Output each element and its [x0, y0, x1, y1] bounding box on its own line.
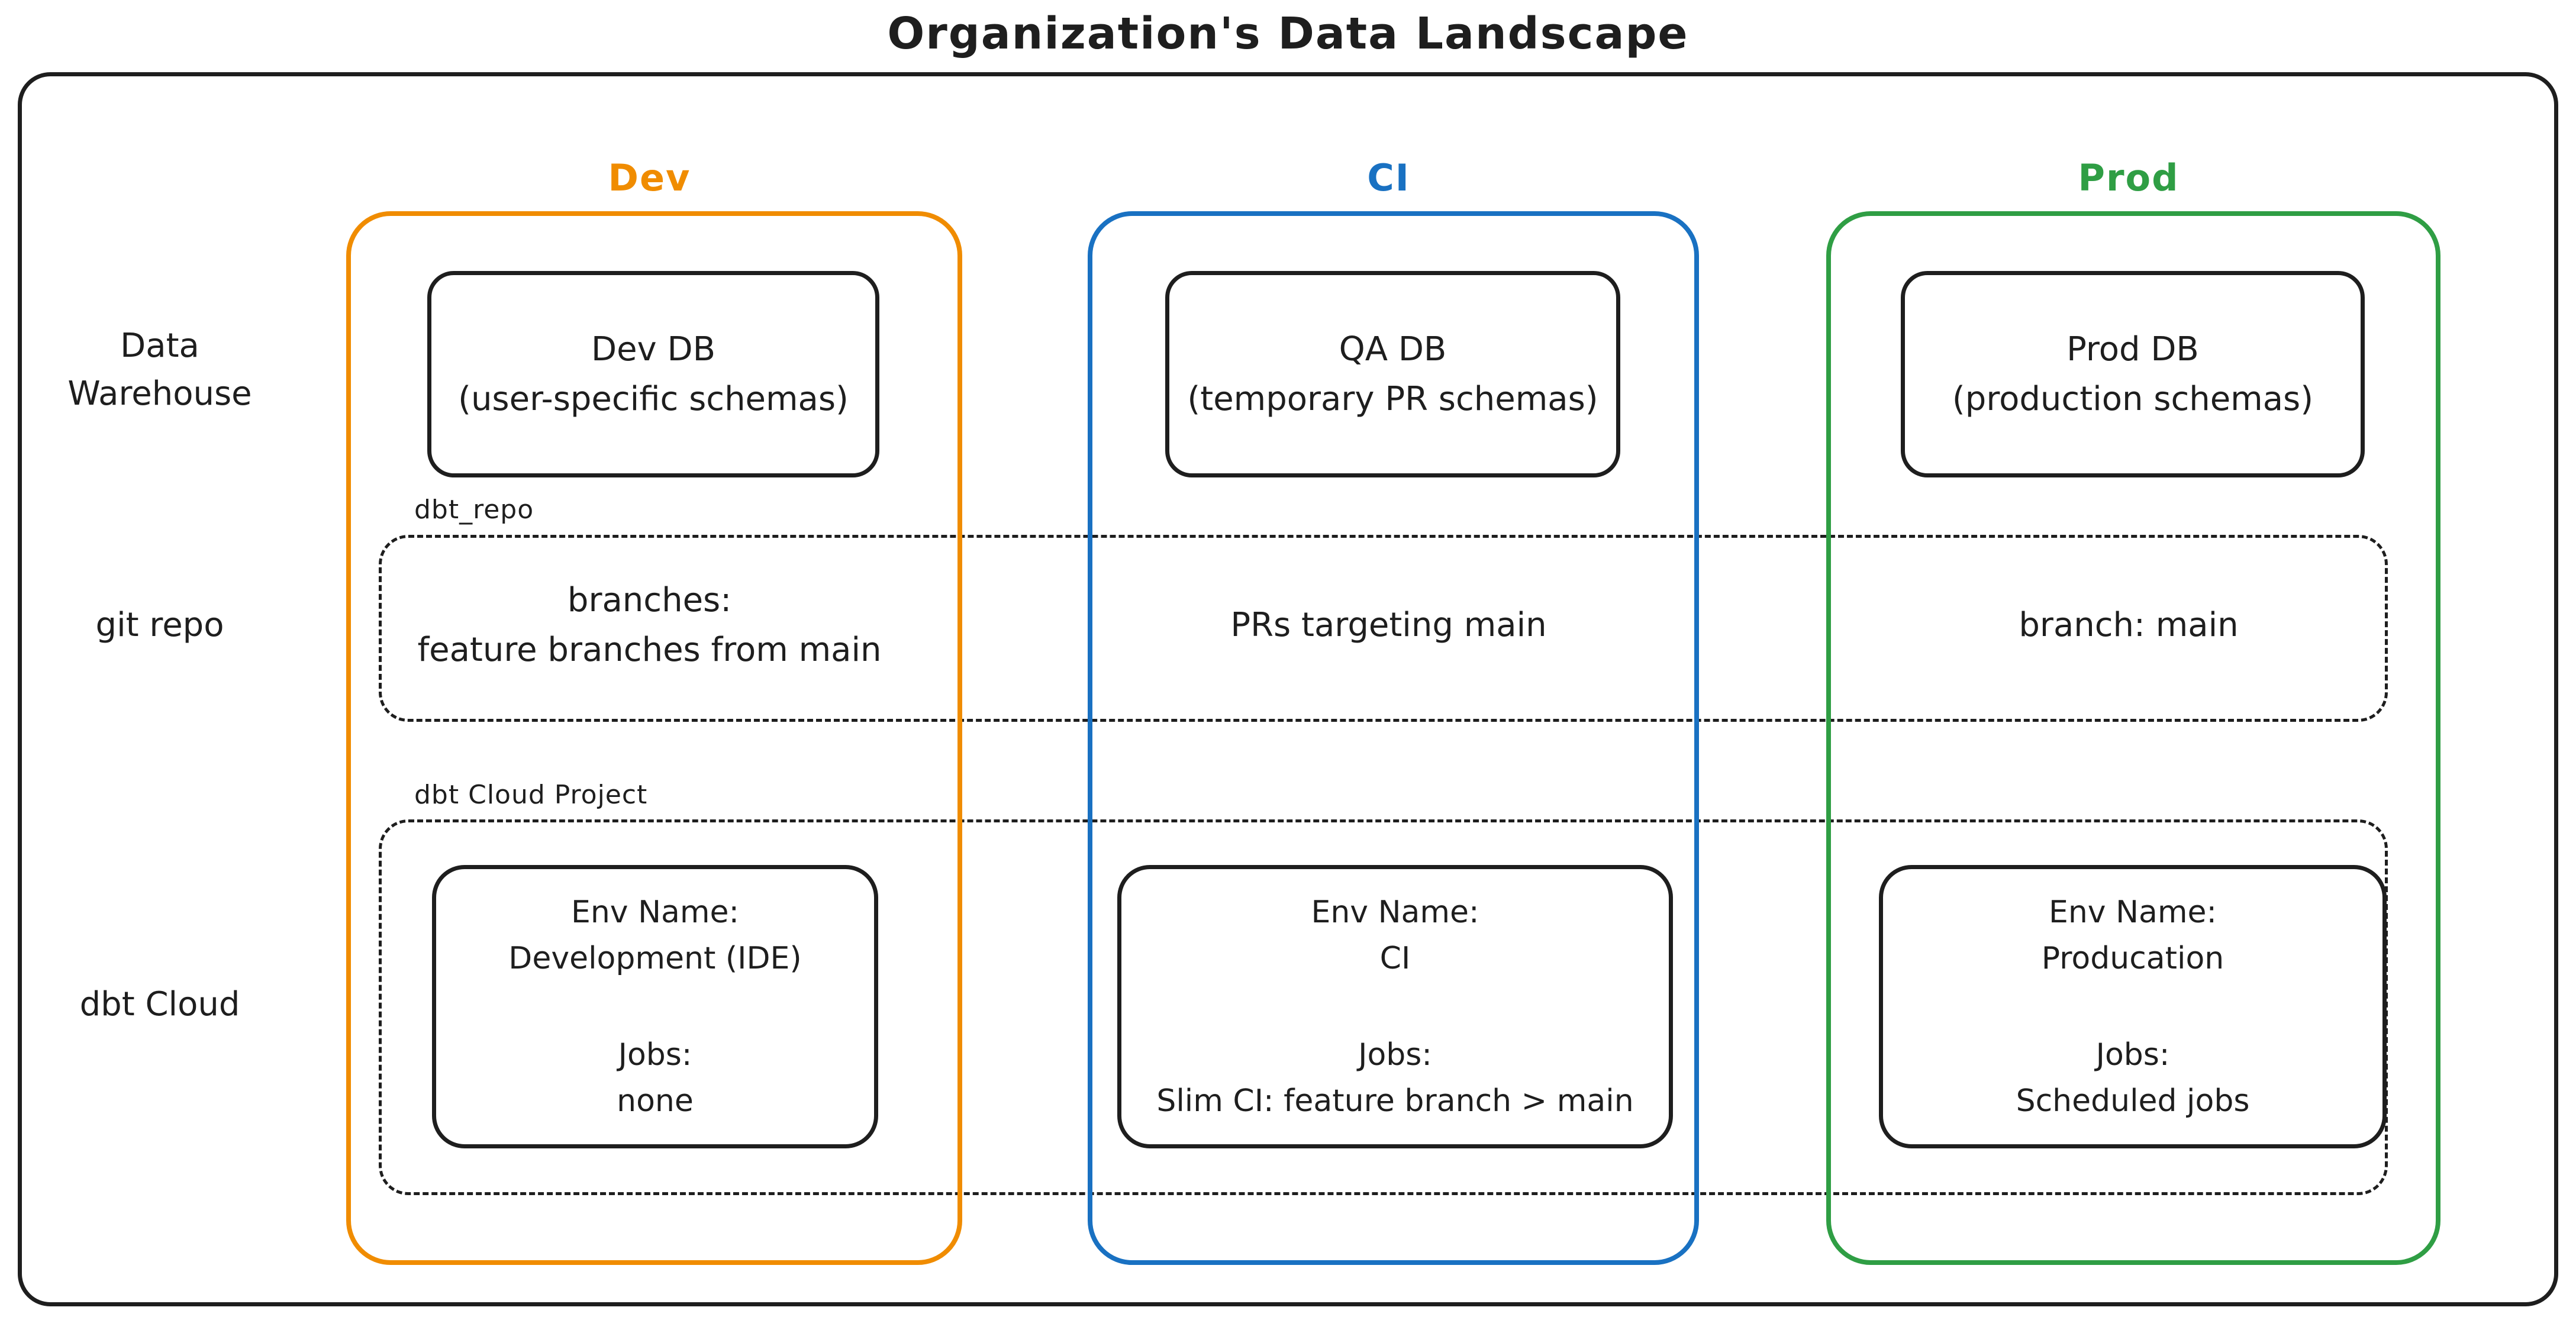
row-label-dbt-cloud-text: dbt Cloud: [79, 984, 240, 1024]
ci-jobs-value: Slim CI: feature branch > main: [1156, 1083, 1634, 1119]
dbt-repo-group-box: [379, 535, 2388, 722]
dev-git-text: branches: feature branches from main: [346, 535, 953, 716]
prod-jobs-label: Jobs:: [2095, 1037, 2170, 1073]
dev-env-name-label: Env Name:: [570, 895, 740, 930]
column-header-dev: Dev: [608, 156, 691, 199]
diagram-title: Organization's Data Landscape: [887, 8, 1689, 59]
column-frame-prod: [1826, 211, 2440, 1265]
ci-env-name-value: CI: [1379, 941, 1411, 976]
row-label-dbt-cloud: dbt Cloud: [24, 819, 296, 1189]
dev-git-line1: branches:: [567, 581, 732, 619]
column-frame-dev: [346, 211, 962, 1265]
prod-db-subtitle: (production schemas): [1952, 379, 2314, 418]
prod-db-box: Prod DB (production schemas): [1901, 271, 2365, 477]
row-label-git-repo: git repo: [24, 535, 296, 716]
dev-git-line2: feature branches from main: [417, 631, 882, 669]
prod-git-line1: branch: main: [2019, 606, 2239, 644]
column-frame-ci: [1088, 211, 1699, 1265]
dev-jobs-value: none: [617, 1083, 694, 1119]
ci-git-text: PRs targeting main: [1088, 535, 1690, 716]
dev-db-subtitle: (user-specific schemas): [458, 379, 849, 418]
row-label-data-warehouse: Data Warehouse: [24, 272, 296, 467]
prod-jobs-value: Scheduled jobs: [2016, 1083, 2250, 1119]
qa-db-title: QA DB: [1339, 330, 1447, 369]
prod-git-text: branch: main: [1826, 535, 2431, 716]
ci-jobs-label: Jobs:: [1358, 1037, 1432, 1073]
ci-git-line1: PRs targeting main: [1230, 606, 1547, 644]
column-header-prod: Prod: [2078, 156, 2180, 199]
qa-db-box: QA DB (temporary PR schemas): [1165, 271, 1620, 477]
prod-db-title: Prod DB: [2066, 330, 2199, 369]
row-label-data-warehouse-line2: Warehouse: [67, 375, 252, 413]
prod-env-name-label: Env Name:: [2048, 895, 2217, 930]
dev-db-title: Dev DB: [591, 330, 716, 369]
column-header-ci: CI: [1367, 156, 1410, 199]
row-label-git-repo-text: git repo: [95, 606, 224, 645]
row-label-data-warehouse-line1: Data: [120, 326, 199, 365]
ci-env-name-label: Env Name:: [1311, 895, 1479, 930]
dbt-project-group-label: dbt Cloud Project: [414, 780, 648, 810]
dev-env-name-value: Development (IDE): [508, 941, 802, 976]
dbt-repo-group-label: dbt_repo: [414, 495, 534, 525]
qa-db-subtitle: (temporary PR schemas): [1187, 379, 1598, 418]
dev-env-box: Env Name: Development (IDE) Jobs: none: [432, 865, 878, 1148]
landscape-frame: [18, 72, 2558, 1306]
prod-env-name-value: Producation: [2041, 941, 2224, 976]
dev-db-box: Dev DB (user-specific schemas): [427, 271, 879, 477]
prod-env-box: Env Name: Producation Jobs: Scheduled jo…: [1879, 865, 2387, 1148]
dev-jobs-label: Jobs:: [618, 1037, 692, 1073]
ci-env-box: Env Name: CI Jobs: Slim CI: feature bran…: [1117, 865, 1673, 1148]
